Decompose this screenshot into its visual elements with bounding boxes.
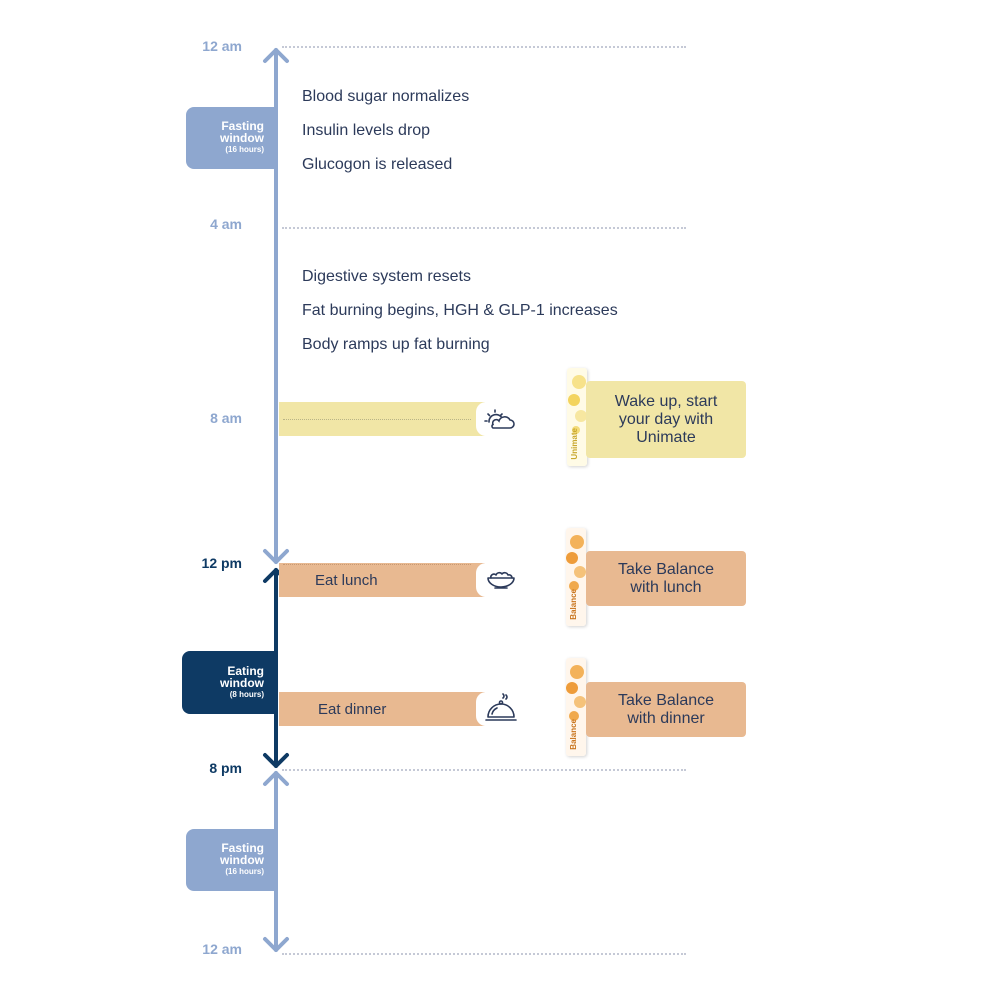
fasting-arrow-top xyxy=(263,48,289,564)
fasting-window-duration: (16 hours) xyxy=(225,145,264,154)
callout-dinner-text: Take Balance with dinner xyxy=(617,691,715,727)
fasting-window-title: Fasting xyxy=(221,119,264,133)
fasting-window-title: Fasting xyxy=(221,841,264,855)
banner-notch xyxy=(476,563,486,597)
lunch-banner: Eat lunch xyxy=(279,563,486,597)
fact-fat-burning: Fat burning begins, HGH & GLP-1 increase… xyxy=(302,302,618,319)
fasting-window-title-2: window xyxy=(220,131,264,145)
callout-unimate: Wake up, start your day with Unimate xyxy=(586,381,746,458)
fact-glucogon: Glucogon is released xyxy=(302,156,453,173)
guide-line-8pm xyxy=(282,769,686,771)
eating-window-tab: Eating window (8 hours) xyxy=(182,651,276,714)
guide-line-4am xyxy=(282,227,686,229)
time-label-12am-end: 12 am xyxy=(202,941,242,957)
eating-window-title: Eating xyxy=(227,663,264,678)
unimate-stick-label: Unimate xyxy=(570,428,579,460)
dinner-banner: Eat dinner xyxy=(279,692,486,726)
banner-notch xyxy=(476,402,486,436)
fasting-window-title-2: window xyxy=(220,853,264,867)
banner-notch xyxy=(476,692,486,726)
bowl-icon xyxy=(484,563,518,597)
fasting-window-tab-top: Fasting window (16 hours) xyxy=(186,107,276,169)
banner-guide-line xyxy=(283,419,471,420)
cloche-icon xyxy=(484,692,518,726)
fact-insulin: Insulin levels drop xyxy=(302,122,431,139)
fact-blood-sugar: Blood sugar normalizes xyxy=(302,88,470,105)
eat-dinner-label: Eat dinner xyxy=(318,700,387,718)
time-label-12pm: 12 pm xyxy=(201,555,242,571)
time-label-12am: 12 am xyxy=(202,38,242,54)
callout-unimate-text: Wake up, start your day with Unimate xyxy=(614,392,718,446)
eating-window-duration: (8 hours) xyxy=(229,689,264,699)
time-label-8am: 8 am xyxy=(210,410,242,426)
banner-guide-line xyxy=(283,564,471,565)
balance-stick-label: Balance xyxy=(569,589,578,620)
balance-stick-label: Balance xyxy=(569,719,578,750)
fasting-window-duration: (16 hours) xyxy=(225,867,264,876)
callout-balance-dinner: Take Balance with dinner xyxy=(586,682,746,737)
guide-line-12am-end xyxy=(282,953,686,955)
callout-balance-lunch: Take Balance with lunch xyxy=(586,551,746,606)
fact-digestive: Digestive system resets xyxy=(302,268,471,285)
sun-cloud-icon xyxy=(484,402,518,436)
eating-window-title-2: window xyxy=(220,675,264,690)
guide-line-12am xyxy=(282,46,686,48)
fasting-arrow-bottom xyxy=(263,771,289,952)
balance-stick-dinner: Balance xyxy=(566,658,586,756)
time-label-4am: 4 am xyxy=(210,216,242,232)
unimate-stick: Unimate xyxy=(567,368,587,466)
balance-stick-lunch: Balance xyxy=(566,528,586,626)
eat-lunch-label: Eat lunch xyxy=(315,571,378,589)
fact-ramp-up: Body ramps up fat burning xyxy=(302,336,490,353)
callout-lunch-text: Take Balance with lunch xyxy=(617,560,715,596)
fasting-window-tab-bottom: Fasting window (16 hours) xyxy=(186,829,276,891)
time-label-8pm: 8 pm xyxy=(209,760,242,776)
wake-banner xyxy=(279,402,486,436)
